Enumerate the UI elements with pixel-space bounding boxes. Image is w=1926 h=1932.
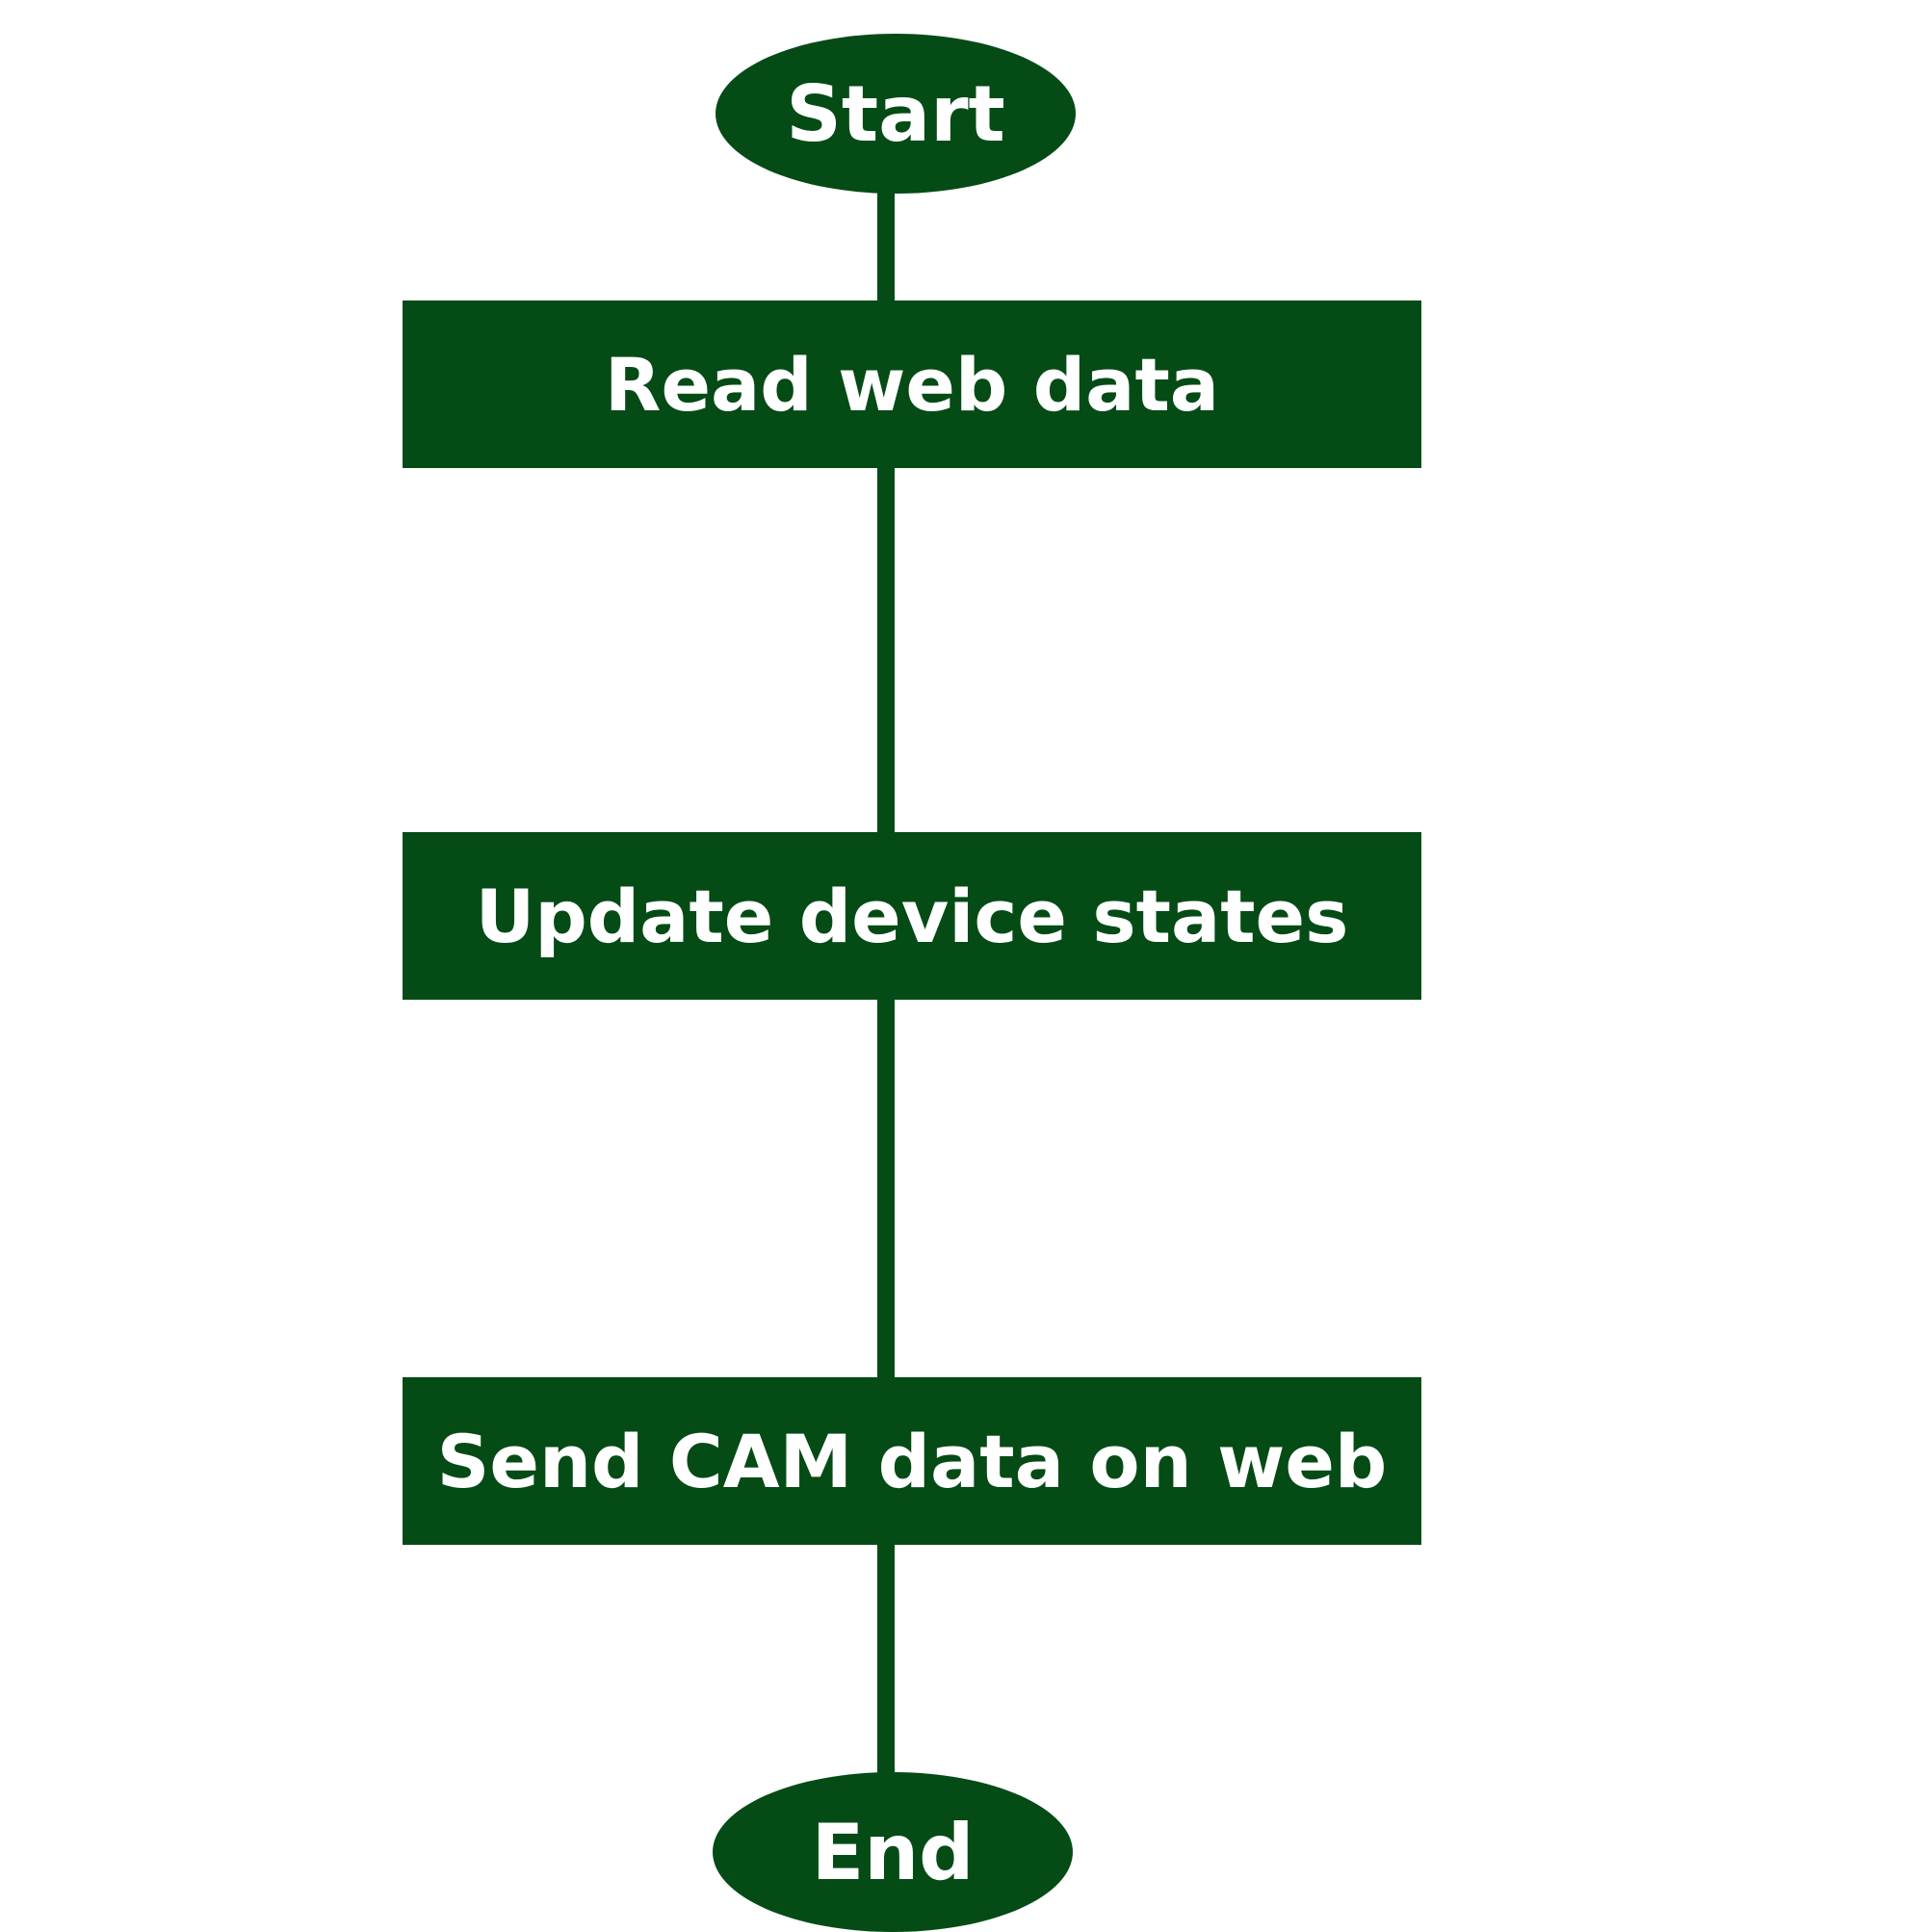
connector-send-to-end <box>877 1543 895 1776</box>
process-label: Update device states <box>475 873 1349 959</box>
end-terminal: End <box>713 1772 1073 1932</box>
process-read-web-data: Read web data <box>403 300 1421 468</box>
connector-start-to-read <box>877 189 895 302</box>
end-label: End <box>811 1807 975 1897</box>
process-label: Read web data <box>604 341 1220 428</box>
start-label: Start <box>786 68 1005 159</box>
connector-read-to-update <box>877 466 895 834</box>
connector-update-to-send <box>877 998 895 1379</box>
process-label: Send CAM data on web <box>436 1418 1388 1504</box>
process-update-device-states: Update device states <box>403 832 1421 1000</box>
process-send-cam-data: Send CAM data on web <box>403 1377 1421 1545</box>
start-terminal: Start <box>716 34 1076 194</box>
